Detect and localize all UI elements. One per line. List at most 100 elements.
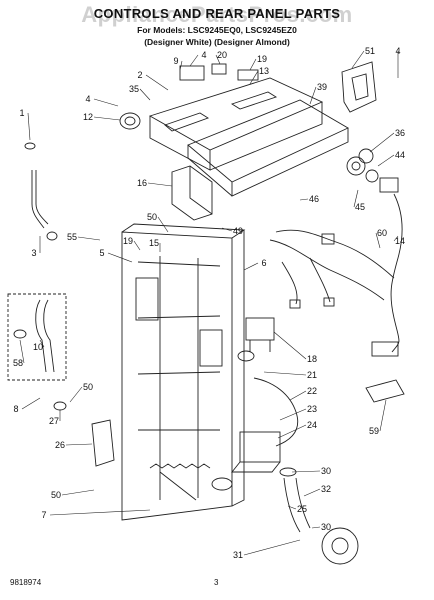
callout-19: 19 [257,54,267,64]
callout-46: 46 [309,194,319,204]
leader-line [215,54,221,65]
callout-50: 50 [51,490,61,500]
callout-58: 58 [13,358,23,368]
leader-line [139,88,151,101]
designer-colors: (Designer White) (Designer Almond) [144,37,290,47]
leader-line [65,443,93,446]
callout-3: 3 [31,248,36,258]
callout-50: 50 [147,212,157,222]
hinge-bracket [341,61,377,113]
leader-line [147,182,173,187]
leader-line [393,235,399,242]
callout-49: 49 [233,226,243,236]
callout-8: 8 [13,404,18,414]
callout-31: 31 [233,550,243,560]
callout-18: 18 [307,354,317,364]
leader-line [19,339,25,364]
callout-59: 59 [369,426,379,436]
diagram-title: CONTROLS AND REAR PANEL PARTS [93,6,341,21]
timer-knob [119,112,141,130]
leader-line [309,86,317,105]
leader-line [375,232,381,249]
callout-26: 26 [55,440,65,450]
console-end-cap [171,165,213,221]
leader-line [299,198,309,201]
model-numbers: For Models: LSC9245EQ0, LSC9245EZ0 [137,25,297,35]
water-valve [237,317,299,447]
callout-5: 5 [99,248,104,258]
callout-44: 44 [395,150,405,160]
leveling-bracket [53,401,115,467]
switch-cluster [179,63,259,81]
callout-24: 24 [307,420,317,430]
callout-4: 4 [85,94,90,104]
leader-line [377,154,395,167]
leader-line [353,189,359,208]
leader-line [303,488,321,497]
leader-line [39,339,45,348]
rear-panel [121,223,246,521]
callout-9: 9 [173,56,178,66]
callout-51: 51 [365,46,375,56]
callout-22: 22 [307,386,317,396]
leader-line [189,54,199,67]
callout-21: 21 [307,370,317,380]
callout-20: 20 [217,50,227,60]
leader-line [69,386,83,403]
callout-14: 14 [395,236,405,246]
wire-harness [269,177,403,357]
callout-15: 15 [149,238,159,248]
callout-16: 16 [137,178,147,188]
callout-23: 23 [307,404,317,414]
callout-55: 55 [67,232,77,242]
leader-line [289,390,307,401]
leader-lines [19,50,399,556]
callout-19: 19 [123,236,133,246]
leader-line [243,262,259,271]
leader-line [27,112,31,141]
leader-line [273,331,307,360]
callout-36: 36 [395,128,405,138]
leader-line [277,424,307,439]
leader-line [243,539,301,556]
leader-line [93,116,121,121]
watermark: AppliancePartsPros.com [81,2,353,27]
leader-line [263,371,307,376]
callout-32: 32 [321,484,331,494]
leader-line [77,236,101,241]
leader-line [351,50,365,69]
leader-line [279,408,307,421]
callout-60: 60 [377,228,387,238]
callout-39: 39 [317,82,327,92]
callout-27: 27 [49,416,59,426]
callout-1: 1 [19,108,24,118]
leader-line [49,509,151,516]
cover-plate [365,379,405,403]
leader-line [221,227,233,232]
page-number: 3 [214,578,219,587]
callout-12: 12 [83,112,93,122]
leader-line [379,399,387,432]
drain-hose-box [7,293,67,381]
leader-line [291,470,321,473]
pump-assembly [211,431,359,565]
callout-30: 30 [321,466,331,476]
leader-line [61,489,95,496]
callout-25: 25 [297,504,307,514]
callout-13: 13 [259,66,269,76]
tension-spring [149,463,211,501]
callout-10: 10 [33,342,43,352]
leader-line [287,505,297,510]
callout-45: 45 [355,202,365,212]
leader-line [249,58,257,71]
leader-line [369,132,395,153]
fill-hose [24,142,58,241]
control-console [148,77,324,171]
document-code: 9818974 [10,578,42,587]
callout-2: 2 [137,70,142,80]
console-backsplash [187,99,349,197]
leader-line [21,397,41,410]
leader-line [133,240,141,251]
